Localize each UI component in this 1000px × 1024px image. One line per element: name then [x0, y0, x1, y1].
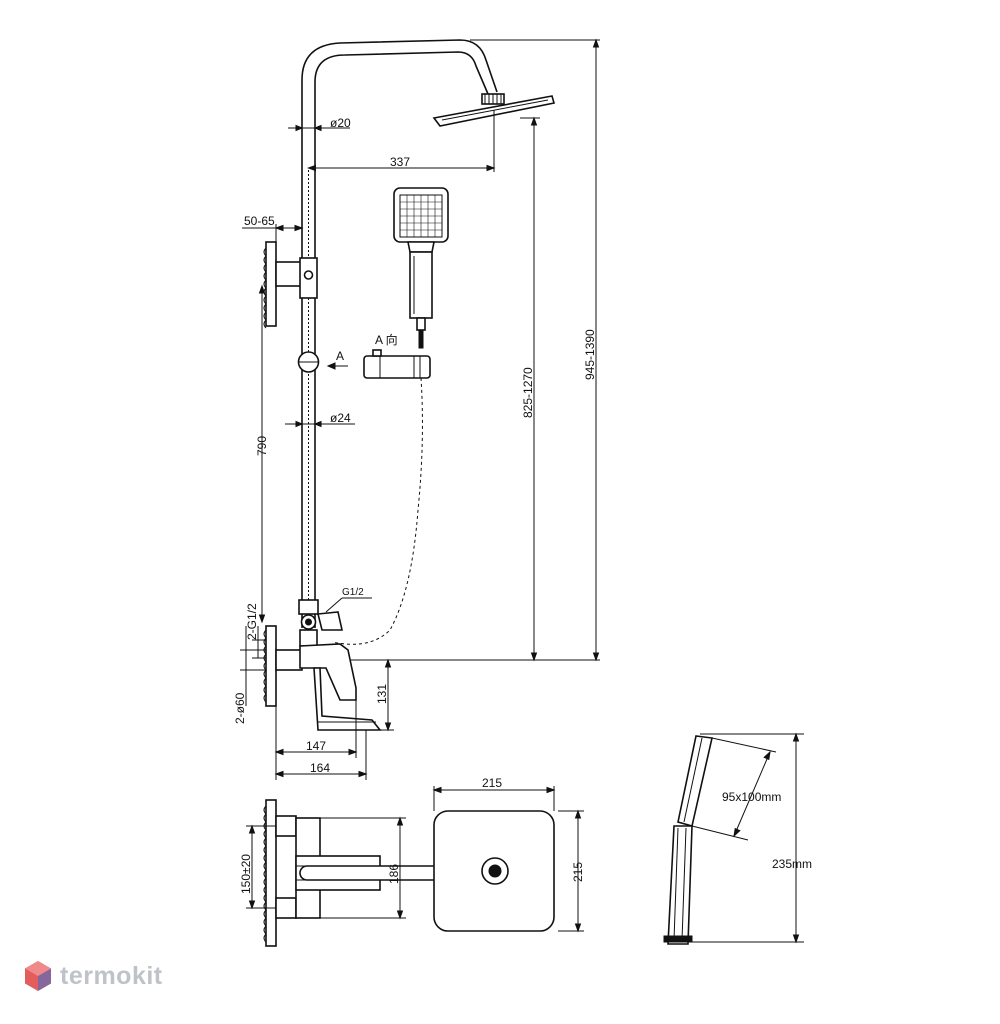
label-dia-rail: ø24: [330, 411, 351, 425]
plan-view: [246, 786, 584, 947]
slider-holder: [297, 351, 320, 373]
label-outlet-thread: G1/2: [342, 587, 364, 598]
label-dia-arm: ø20: [330, 116, 351, 130]
label-hand-length: 235mm: [772, 857, 812, 871]
label-view-arrow: A: [336, 349, 344, 363]
diverter-outlet: [298, 599, 343, 647]
label-arm-reach: 337: [390, 155, 410, 169]
label-total-height: 945-1390: [583, 329, 597, 380]
dimension-labels: ø20 337 50-65 ø24 790 825-1270 945-1390 …: [233, 116, 812, 894]
label-head-width: 215: [482, 776, 502, 790]
hose: [331, 377, 423, 645]
label-rail-height: 790: [255, 436, 269, 456]
label-mixer-height: 131: [375, 684, 389, 704]
label-mixer-depth-164: 164: [310, 761, 330, 775]
hexagon-logo-icon: [25, 961, 51, 991]
hand-shower-side-view: [663, 732, 804, 945]
brand-name: termokit: [60, 961, 163, 990]
hand-shower: [393, 187, 449, 349]
label-hand-head-size: 95x100mm: [722, 790, 781, 804]
view-arrow-a: [326, 362, 348, 370]
mixer-side: [263, 625, 382, 731]
label-mixer-plan: 186: [387, 864, 401, 884]
label-mixer-depth-147: 147: [306, 739, 326, 753]
label-bracket-offset: 50-65: [244, 214, 275, 228]
label-head-depth: 215: [571, 862, 585, 882]
label-hand-shower-height: 825-1270: [521, 367, 535, 418]
slider-detail-view: [363, 349, 431, 379]
label-inlet-spacing: 150±20: [239, 854, 253, 894]
brand-logo: termokit: [24, 960, 163, 992]
label-view-direction: A 向: [375, 332, 398, 347]
dimension-lines: [240, 38, 600, 780]
label-inlet-threads: 2-G1/2: [245, 603, 259, 640]
wall-bracket-upper: [263, 241, 318, 329]
shower-column: [301, 39, 498, 628]
label-inlet-covers: 2-ø60: [233, 692, 247, 724]
